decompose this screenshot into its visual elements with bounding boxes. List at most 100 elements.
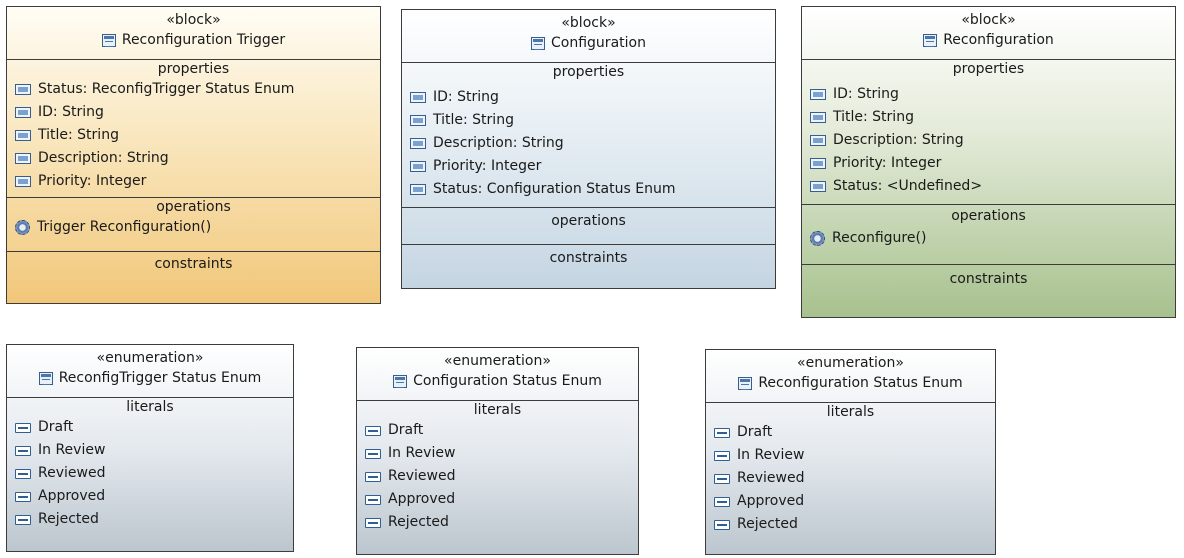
enum-literal-icon <box>365 494 381 505</box>
enum-literal-icon <box>714 496 730 507</box>
property-icon <box>410 138 426 149</box>
property-icon <box>810 158 826 169</box>
operation-item[interactable]: Reconfigure() <box>802 227 1175 250</box>
enum-literal-icon <box>365 448 381 459</box>
operations-label: operations <box>551 213 626 229</box>
properties-compartment: properties ID: String Title: String Desc… <box>802 59 1175 204</box>
enum-literal[interactable]: Draft <box>706 421 995 444</box>
enum-literal[interactable]: Rejected <box>7 508 293 531</box>
enum-header: «enumeration» Configuration Status Enum <box>357 348 638 400</box>
property-icon <box>15 176 31 187</box>
enum-title: Configuration Status Enum <box>357 370 638 392</box>
block-stereotype: «block» <box>166 12 221 28</box>
property-item[interactable]: Status: ReconfigTrigger Status Enum <box>7 78 380 101</box>
property-item[interactable]: ID: String <box>7 101 380 124</box>
property-item[interactable]: Status: Configuration Status Enum <box>402 178 775 201</box>
literals-label: literals <box>826 404 875 420</box>
property-item[interactable]: Title: String <box>402 109 775 132</box>
property-icon <box>410 184 426 195</box>
constraints-compartment: constraints <box>402 244 775 271</box>
literals-label: literals <box>473 402 522 418</box>
block-header: «block» Reconfiguration <box>802 7 1175 59</box>
enum-literal[interactable]: Draft <box>7 416 293 439</box>
property-item[interactable]: Status: <Undefined> <box>802 175 1175 198</box>
enum-literal-icon <box>714 473 730 484</box>
property-icon <box>410 115 426 126</box>
enum-literal[interactable]: Rejected <box>357 511 638 534</box>
enum-title: Reconfiguration Status Enum <box>706 372 995 394</box>
block-configuration[interactable]: «block» Configuration properties ID: Str… <box>401 9 776 289</box>
property-item[interactable]: Priority: Integer <box>7 170 380 193</box>
enum-reconfiguration-status[interactable]: «enumeration» Reconfiguration Status Enu… <box>705 349 996 555</box>
enum-literal[interactable]: In Review <box>706 444 995 467</box>
block-stereotype: «block» <box>961 12 1016 28</box>
enum-reconfigtrigger-status[interactable]: «enumeration» ReconfigTrigger Status Enu… <box>6 344 294 552</box>
enum-literal-icon <box>714 519 730 530</box>
block-stereotype: «block» <box>561 15 616 31</box>
properties-label: properties <box>157 61 230 77</box>
operations-compartment: operations Trigger Reconfiguration() <box>7 197 380 251</box>
enum-literal[interactable]: Reviewed <box>706 467 995 490</box>
enum-literal[interactable]: Reviewed <box>7 462 293 485</box>
enum-literal-icon <box>15 422 31 433</box>
property-item[interactable]: Priority: Integer <box>802 152 1175 175</box>
enum-literal-icon <box>714 427 730 438</box>
enum-literal-icon <box>365 517 381 528</box>
block-title-text: Configuration <box>551 35 646 51</box>
enum-literal[interactable]: Rejected <box>706 513 995 536</box>
block-icon <box>531 36 546 50</box>
literals-compartment: literals Draft In Review Reviewed Approv… <box>357 400 638 534</box>
enum-literal[interactable]: Approved <box>706 490 995 513</box>
enum-configuration-status[interactable]: «enumeration» Configuration Status Enum … <box>356 347 639 555</box>
operation-gear-icon <box>15 220 30 235</box>
property-icon <box>810 135 826 146</box>
constraints-compartment: constraints <box>7 251 380 276</box>
enum-header: «enumeration» ReconfigTrigger Status Enu… <box>7 345 293 397</box>
property-item[interactable]: ID: String <box>402 86 775 109</box>
operations-compartment: operations <box>402 207 775 244</box>
operations-compartment: operations Reconfigure() <box>802 204 1175 264</box>
property-item[interactable]: Description: String <box>7 147 380 170</box>
block-title: Reconfiguration <box>802 29 1175 51</box>
enum-literal[interactable]: Approved <box>7 485 293 508</box>
literals-compartment: literals Draft In Review Reviewed Approv… <box>7 397 293 531</box>
constraints-label: constraints <box>154 256 233 272</box>
operation-item[interactable]: Trigger Reconfiguration() <box>7 216 380 239</box>
enum-literal-icon <box>15 491 31 502</box>
property-icon <box>810 112 826 123</box>
properties-compartment: properties ID: String Title: String Desc… <box>402 62 775 207</box>
enum-title-text: Reconfiguration Status Enum <box>758 375 963 391</box>
enum-title-text: Configuration Status Enum <box>413 373 602 389</box>
enum-literal-icon <box>15 445 31 456</box>
property-item[interactable]: Description: String <box>402 132 775 155</box>
enum-literal-icon <box>15 468 31 479</box>
enum-literal[interactable]: In Review <box>7 439 293 462</box>
constraints-compartment: constraints <box>802 264 1175 293</box>
enum-literal[interactable]: Approved <box>357 488 638 511</box>
enum-literal-icon <box>15 514 31 525</box>
block-reconfiguration[interactable]: «block» Reconfiguration properties ID: S… <box>801 6 1176 318</box>
enum-title-text: ReconfigTrigger Status Enum <box>58 370 262 386</box>
property-icon <box>410 92 426 103</box>
property-item[interactable]: ID: String <box>802 83 1175 106</box>
property-item[interactable]: Description: String <box>802 129 1175 152</box>
property-icon <box>15 84 31 95</box>
constraints-label: constraints <box>549 250 628 266</box>
property-icon <box>15 130 31 141</box>
enum-stereotype: «enumeration» <box>96 350 204 366</box>
operation-gear-icon <box>810 231 825 246</box>
property-item[interactable]: Title: String <box>802 106 1175 129</box>
property-icon <box>15 153 31 164</box>
property-item[interactable]: Priority: Integer <box>402 155 775 178</box>
operations-label: operations <box>156 199 231 215</box>
enum-stereotype: «enumeration» <box>444 353 551 369</box>
properties-label: properties <box>952 61 1025 77</box>
enum-literal[interactable]: Reviewed <box>357 465 638 488</box>
block-header: «block» Reconfiguration Trigger <box>7 7 380 59</box>
enum-literal[interactable]: In Review <box>357 442 638 465</box>
block-reconfiguration-trigger[interactable]: «block» Reconfiguration Trigger properti… <box>6 6 381 304</box>
block-title: Reconfiguration Trigger <box>7 29 380 51</box>
property-item[interactable]: Title: String <box>7 124 380 147</box>
enum-literal[interactable]: Draft <box>357 419 638 442</box>
enum-header: «enumeration» Reconfiguration Status Enu… <box>706 350 995 402</box>
